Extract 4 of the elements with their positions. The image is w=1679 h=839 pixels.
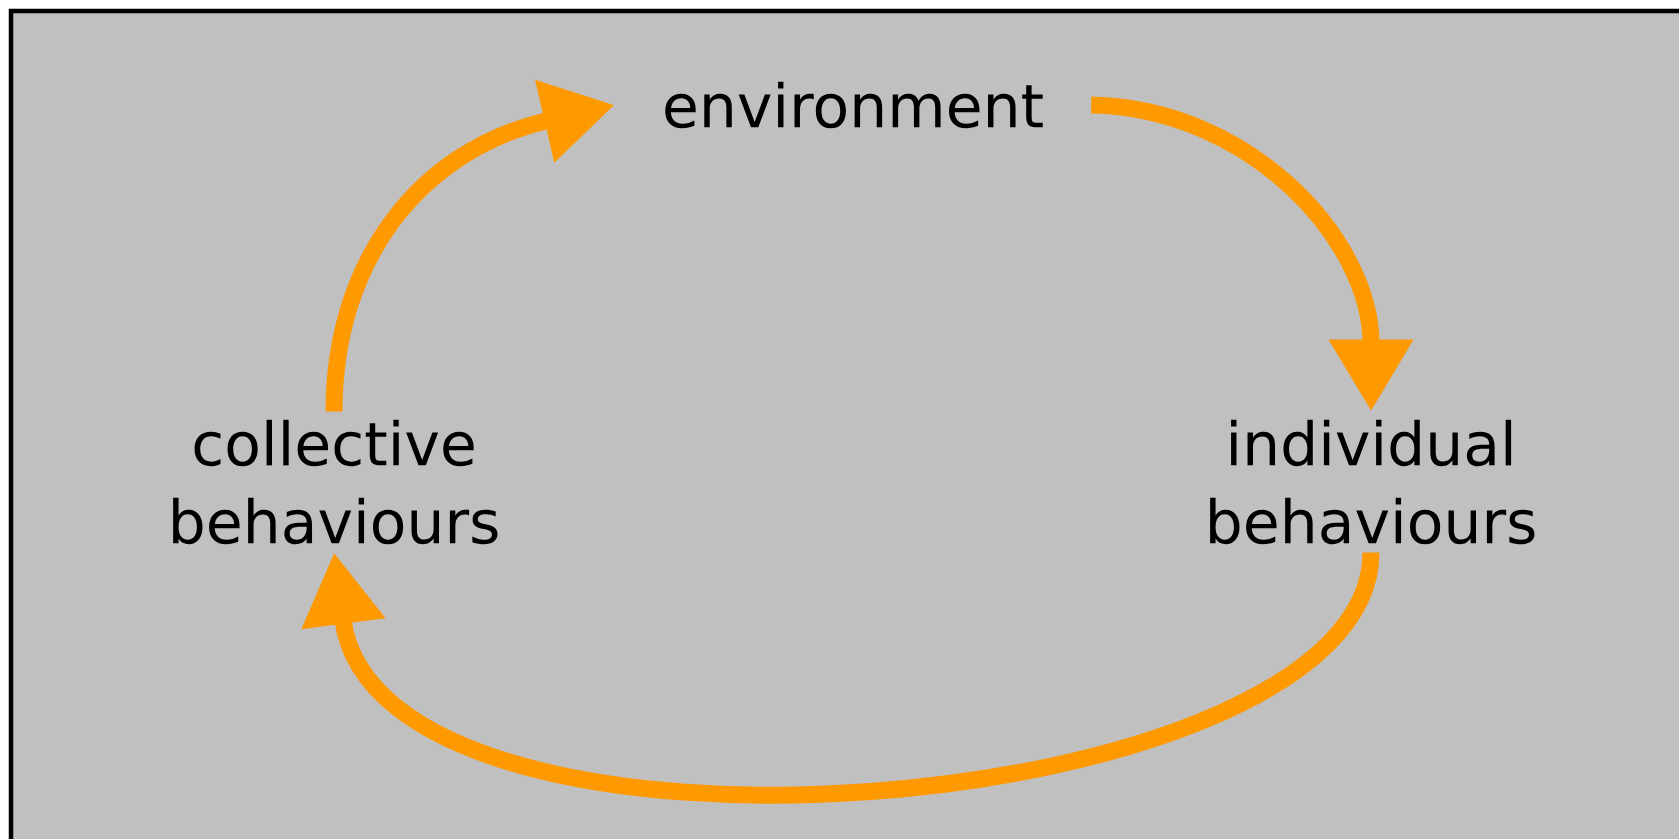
node-label: individual behaviours bbox=[1210, 419, 1535, 545]
node-label: environment bbox=[665, 81, 1043, 129]
node-label: collective behaviours bbox=[173, 419, 498, 545]
arrow bbox=[301, 549, 1380, 804]
